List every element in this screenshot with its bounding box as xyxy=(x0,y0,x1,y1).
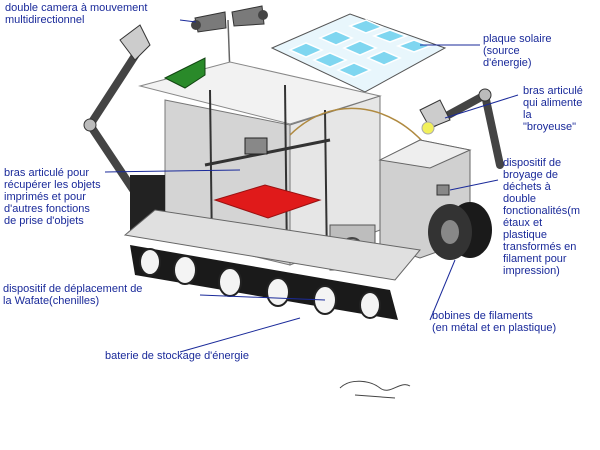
right-articulated-arm xyxy=(419,88,504,169)
print-bed xyxy=(213,184,322,219)
label-right-arm: bras articulé qui alimente la "broyeuse" xyxy=(523,85,583,133)
label-camera: double camera à mouvement multidirection… xyxy=(5,2,148,26)
left-articulated-arm xyxy=(83,24,165,235)
label-solar-panel: plaque solaire (source d'énergie) xyxy=(483,33,552,69)
solar-panel xyxy=(270,13,447,93)
filament-arc xyxy=(289,107,431,151)
leader-lines xyxy=(104,19,519,353)
label-left-arm: bras articulé pour récupérer les objets … xyxy=(4,167,101,227)
label-battery: baterie de stockage d'énergie xyxy=(105,350,249,362)
label-tracks: dispositif de déplacement de la Wafate(c… xyxy=(3,283,143,307)
signature xyxy=(339,380,411,399)
green-arm-piece xyxy=(163,57,206,89)
filament-spools xyxy=(428,202,492,260)
print-head xyxy=(204,137,331,167)
label-grinder: dispositif de broyage de déchets à doubl… xyxy=(503,157,581,277)
label-filament-spools: bobines de filaments (en métal et en pla… xyxy=(432,310,557,334)
tracks xyxy=(123,209,421,320)
